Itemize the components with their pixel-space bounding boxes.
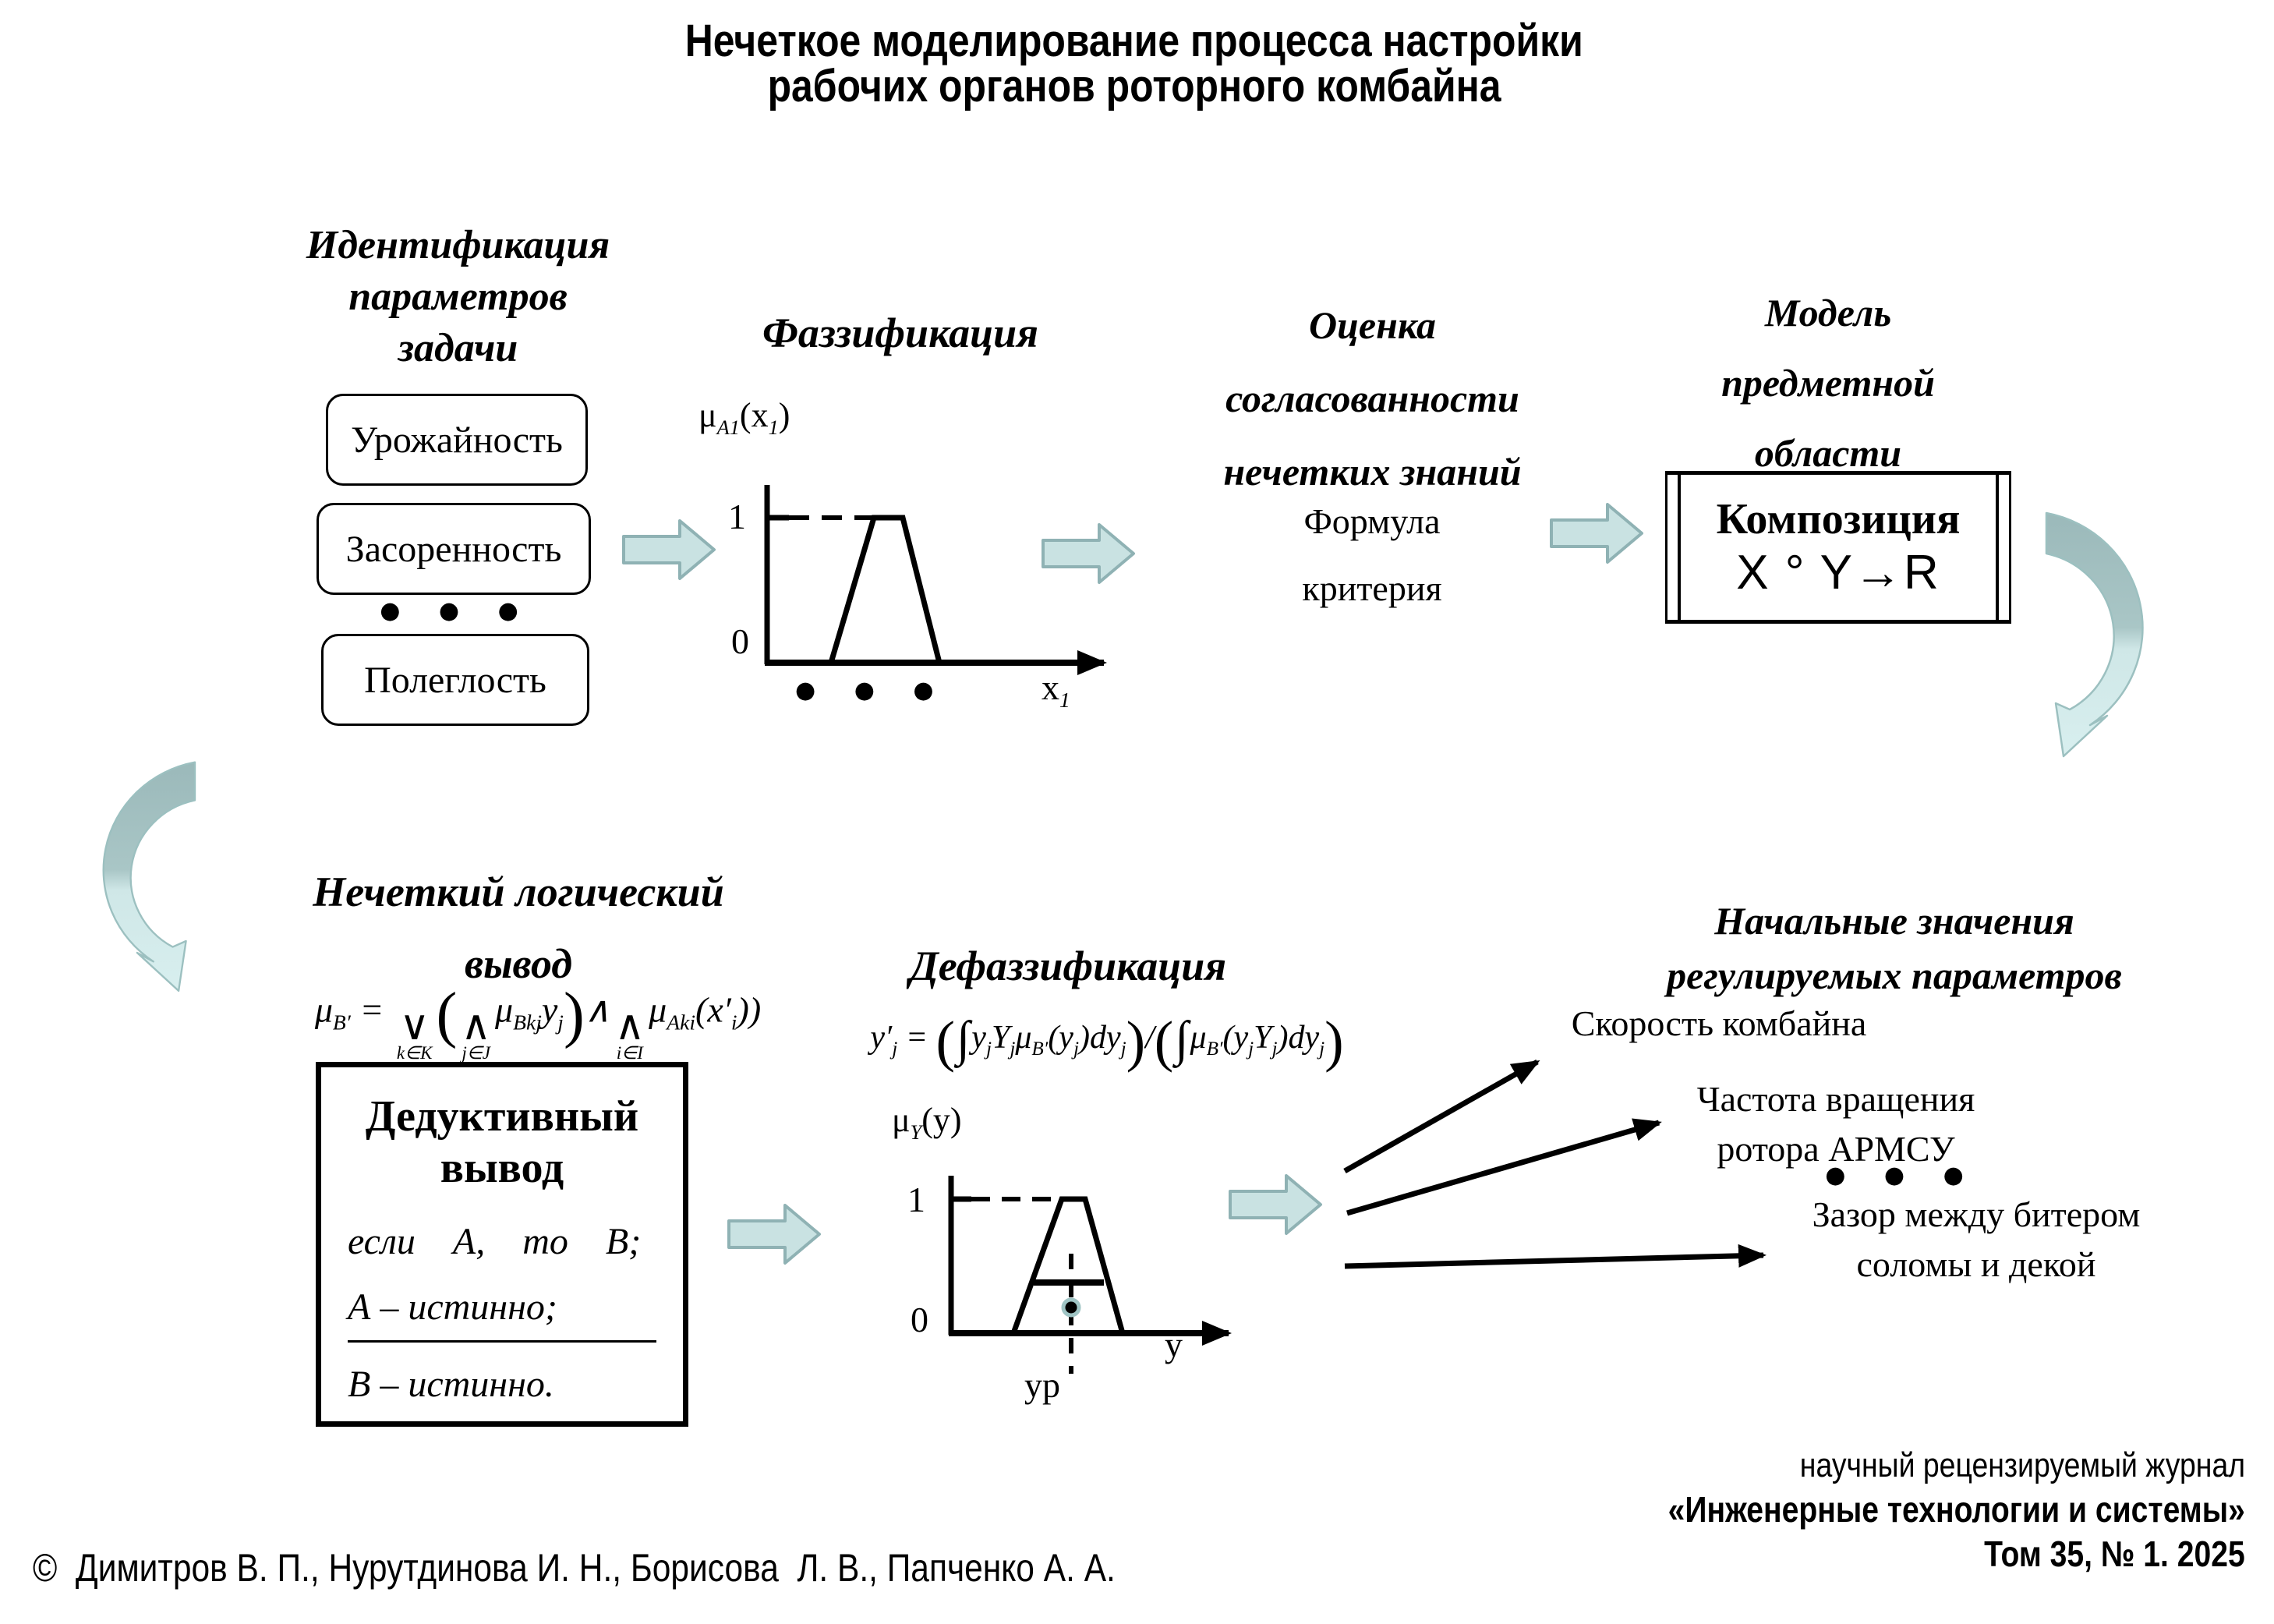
fuzzification-heading: Фаззификация bbox=[762, 310, 1038, 356]
composition-formula: X ° Y→R bbox=[1736, 546, 1940, 600]
defuzzification-formula: y′j = (∫yjYjμB′(yj)dyj)/(∫μB′(yjYj)dyj) bbox=[870, 1010, 1344, 1073]
output-param-rotor: Частота вращения ротора АРМСУ bbox=[1696, 1079, 1975, 1169]
fuzzification-tick-0: 0 bbox=[731, 621, 749, 661]
membership-plot-defuzzification bbox=[948, 1176, 1232, 1374]
consistency-heading: Оценка согласованности нечетких знаний bbox=[1223, 303, 1522, 494]
journal-name: «Инженерные технологии и системы» bbox=[1667, 1489, 2245, 1530]
param-box-lodging: Полеглость bbox=[321, 634, 589, 726]
output-param-speed: Скорость комбайна bbox=[1571, 1003, 1867, 1043]
criterion-formula-note: Формула критерия bbox=[1302, 501, 1442, 608]
copyright-line: © Димитров В. П., Нурутдинова И. Н., Бор… bbox=[33, 1546, 1116, 1590]
deduction-box: Дедуктивный вывод если А, то В; А – исти… bbox=[316, 1062, 688, 1427]
output-param-gap: Зазор между битером соломы и декой bbox=[1812, 1194, 2141, 1284]
identification-ellipsis: ● ● ● bbox=[380, 597, 534, 624]
composition-box: Композиция X ° Y→R bbox=[1665, 471, 2011, 624]
flow-arrow-icon bbox=[1229, 1172, 1324, 1237]
deduction-conclusion: В – истинно. bbox=[348, 1364, 554, 1405]
deduction-rule: если А, то В; bbox=[348, 1221, 642, 1262]
curved-arrow-left-icon bbox=[102, 761, 196, 992]
fuzzification-ellipsis: ● ● ● bbox=[795, 677, 950, 704]
identification-heading: Идентификация параметров задачи bbox=[306, 223, 610, 370]
journal-block: научный рецензируемый журнал «Инженерные… bbox=[1076, 1444, 2245, 1576]
journal-type: научный рецензируемый журнал bbox=[1799, 1446, 2245, 1484]
defuzzification-tick-0: 0 bbox=[911, 1300, 928, 1339]
fuzzification-tick-1: 1 bbox=[728, 497, 746, 536]
flow-arrow-icon bbox=[1550, 501, 1645, 566]
page-title: Нечеткое моделирование процесса настройк… bbox=[218, 19, 2050, 109]
outputs-ellipsis: ● ● ● bbox=[1825, 1162, 1979, 1189]
inference-heading: Нечеткий логический вывод bbox=[313, 869, 724, 987]
composition-title: Композиция bbox=[1716, 495, 1961, 543]
membership-plot-fuzzification bbox=[764, 485, 1107, 675]
defuzzification-heading: Дефаззификация bbox=[909, 943, 1227, 989]
curved-arrow-right-icon bbox=[2045, 511, 2144, 758]
deduction-premise: А – истинно; bbox=[348, 1286, 656, 1343]
journal-issue: Том 35, № 1. 2025 bbox=[1984, 1534, 2245, 1574]
param-box-yield: Урожайность bbox=[326, 394, 588, 486]
fuzzification-x-axis-label: x1 bbox=[1042, 667, 1070, 713]
domain-model-heading: Модель предметной области bbox=[1721, 291, 1935, 475]
fuzzification-axis-label: μА1(x1) bbox=[698, 396, 790, 439]
outputs-heading: Начальные значения регулируемых параметр… bbox=[1667, 899, 2122, 997]
flow-arrow-icon bbox=[727, 1201, 822, 1267]
defuzzification-tick-1: 1 bbox=[907, 1180, 925, 1219]
defuzzification-y-axis-label: y bbox=[1165, 1325, 1183, 1364]
defuzzification-yp-label: yр bbox=[1024, 1365, 1060, 1405]
defuzzification-axis-label: μY(y) bbox=[892, 1101, 962, 1144]
flow-arrow-icon bbox=[1042, 521, 1137, 586]
page-title-line1: Нечеткое моделирование процесса настройк… bbox=[684, 16, 1584, 66]
output-fan-arrows bbox=[1343, 1059, 1767, 1269]
param-box-weediness: Засоренность bbox=[317, 503, 591, 595]
deduction-title: Дедуктивный вывод bbox=[365, 1092, 639, 1192]
page-title-line2: рабочих органов роторного комбайна bbox=[767, 61, 1501, 111]
